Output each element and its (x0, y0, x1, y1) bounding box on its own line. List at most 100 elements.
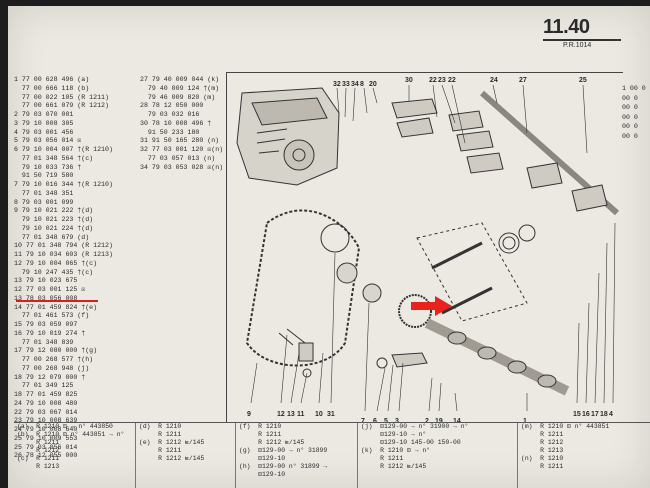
catalog-page: 11.40 P.R.1014 1 77 00 628 496 (a) 77 00… (8, 6, 650, 488)
footnote-line: ⊡129-10 (239, 471, 286, 478)
footnote-line: R 1212 ⊵/145 (139, 455, 205, 462)
part-entry: 00 0 (622, 113, 638, 121)
part-callout-number: 9 (247, 411, 251, 418)
footnote-line: (c) R 1211 (17, 455, 60, 462)
footnote-line: R 1212 ⊵/145 (361, 463, 427, 470)
section-reference: P.R.1014 (563, 42, 592, 49)
part-entry: 77 00 666 118 (b) (14, 84, 90, 92)
part-callout-number: 4 (609, 411, 613, 418)
part-entry: 77 00 022 105 (R 1211) (14, 93, 109, 101)
footnote-line: R 1211 (139, 431, 182, 438)
diagram-drawing (236, 84, 619, 412)
part-entry: 15 79 03 059 097 (14, 321, 78, 328)
part-entry: 12 77 03 001 125 ☒ (14, 286, 86, 293)
part-entry: 77 01 461 573 (f) (14, 312, 90, 320)
footnote-line: R 1211 (521, 431, 564, 438)
part-entry: 17 79 12 080 000 †(g) (14, 347, 98, 355)
part-callout-number: 6 (373, 418, 377, 425)
part-callout-number: 10 (315, 411, 323, 418)
part-entry: 77 01 348 839 (14, 338, 74, 346)
part-entry: 24 79 10 008 640 (14, 426, 78, 433)
part-entry: 12 79 10 004 065 †(c) (14, 259, 98, 267)
footnote-line: (d) R 1210 (139, 423, 182, 430)
footnote-column-5: (m) R 1210 ⊡ n° 443851 R 1211 R 1212 R 1… (518, 423, 649, 488)
part-callout-number: 13 (287, 411, 295, 418)
footnote-line: (j) ⊡129-00 → n° 31900 → n° (361, 423, 469, 430)
part-callout-number: 33 (342, 81, 350, 88)
part-entry: 2 79 03 070 001 (14, 111, 74, 118)
part-callout-number: 5 (384, 418, 388, 425)
part-entry: 77 01 349 125 (14, 382, 74, 390)
footnote-column-1: (a) R 1210 ⊡ → n° 443850(b) R 1210 ⊡ n° … (14, 423, 136, 488)
part-entry: 11 79 10 034 603 (R 1213) (14, 251, 113, 258)
footnote-column-4: (j) ⊡129-00 → n° 31900 → n° ⊡129-10 → n°… (358, 423, 518, 488)
part-entry: 00 0 (622, 132, 638, 140)
part-entry: 77 00 661 079 (R 1212) (14, 102, 109, 110)
part-entry: 00 0 (622, 104, 638, 111)
part-entry: 5 79 03 056 014 ☒ (14, 137, 82, 145)
part-callout-number: 25 (579, 77, 587, 84)
part-callout-number: 23 (438, 77, 446, 84)
part-callout-number: 30 (405, 77, 413, 84)
part-entry: 25 79 10 009 553 (14, 434, 78, 442)
footnote-line: ⊡129-10 145-00 150-00 (361, 439, 461, 446)
part-callout-number: 19 (435, 418, 443, 425)
footnote-line: R 1211 (361, 455, 404, 462)
part-entry: 79 10 033 736 † (14, 163, 82, 171)
part-entry: 16 79 10 019 274 † (14, 329, 86, 337)
part-entry: 79 10 247 435 †(c) (14, 268, 94, 276)
footnote-line: R 1211 (17, 439, 60, 446)
part-entry: 18 77 01 459 825 (14, 391, 78, 398)
footnote-line: ⊡129-10 → n° (361, 431, 427, 438)
footnote-line: (g) ⊡129-00 → n° 31899 (239, 447, 328, 454)
part-callout-number: 15 (573, 411, 581, 418)
part-entry: 23 79 10 008 639 (14, 417, 78, 425)
footnote-line: R 1211 (239, 431, 282, 438)
footnote-line: (e) R 1212 ⊵/145 (139, 439, 205, 446)
part-entry: 77 03 057 013 (n) (140, 154, 216, 162)
part-callout-number: 16 (582, 411, 590, 418)
footnote-line: (m) R 1210 ⊡ n° 443851 (521, 423, 610, 430)
part-entry: 79 46 009 820 (m) (140, 93, 216, 101)
footnote-line: (k) R 1210 ⊡ → n° (361, 447, 431, 454)
part-callout-number: 11 (297, 411, 305, 418)
part-entry: 91 50 719 580 (14, 172, 74, 180)
part-callout-number: 22 (448, 77, 456, 84)
footnote-line: R 1212 (17, 447, 60, 454)
part-entry: 7 79 10 016 344 †(R 1210) (14, 181, 113, 188)
valve-detail-box (416, 222, 536, 322)
timing-chain-drawing (245, 209, 382, 367)
part-entry: 9 79 10 021 222 †(d) (14, 207, 94, 215)
part-entry: 13 79 10 023 675 (14, 277, 78, 285)
part-entry: 18 79 12 079 000 † (14, 373, 86, 381)
footnote-line: (b) R 1210 ⊡ n° 443851 → n° (17, 431, 125, 438)
part-callout-number: 2 (425, 418, 429, 425)
part-entry: 30 78 10 008 496 † (140, 119, 212, 127)
footnote-line: R 1212 (521, 439, 564, 446)
part-entry: 00 0 (622, 123, 638, 130)
part-entry: 8 79 03 001 099 (14, 198, 74, 206)
part-callout-number: 8 (360, 81, 364, 88)
part-entry: 79 10 021 224 †(d) (14, 224, 94, 232)
part-entry: 79 10 021 223 †(d) (14, 216, 94, 223)
red-pointer-arrow (411, 296, 452, 316)
part-entry: 26 78 12 055 000 (14, 452, 78, 460)
part-callout-number: 31 (327, 411, 335, 418)
footnote-line: R 1213 (521, 447, 564, 454)
footnote-table: (a) R 1210 ⊡ → n° 443850(b) R 1210 ⊡ n° … (14, 422, 650, 488)
part-callout-number: 7 (361, 418, 365, 425)
footnote-line: R 1213 (17, 463, 60, 470)
footnote-line: R 1211 (139, 447, 182, 454)
part-entry: 34 79 03 053 028 ☒(n) (140, 163, 224, 171)
part-entry: 22 79 03 067 014 (14, 408, 78, 416)
part-entry: 4 79 03 001 456 (14, 128, 74, 136)
section-number: 11.40 (543, 16, 590, 38)
part-entry: 31 91 50 165 280 (n) (140, 137, 220, 145)
part-callout-number: 12 (277, 411, 285, 418)
camshaft-drawing (398, 294, 570, 396)
part-callout-number: 27 (519, 77, 527, 84)
part-callout-number: 17 (591, 411, 599, 418)
footnote-line: (a) R 1210 ⊡ → n° 443850 (17, 423, 113, 430)
